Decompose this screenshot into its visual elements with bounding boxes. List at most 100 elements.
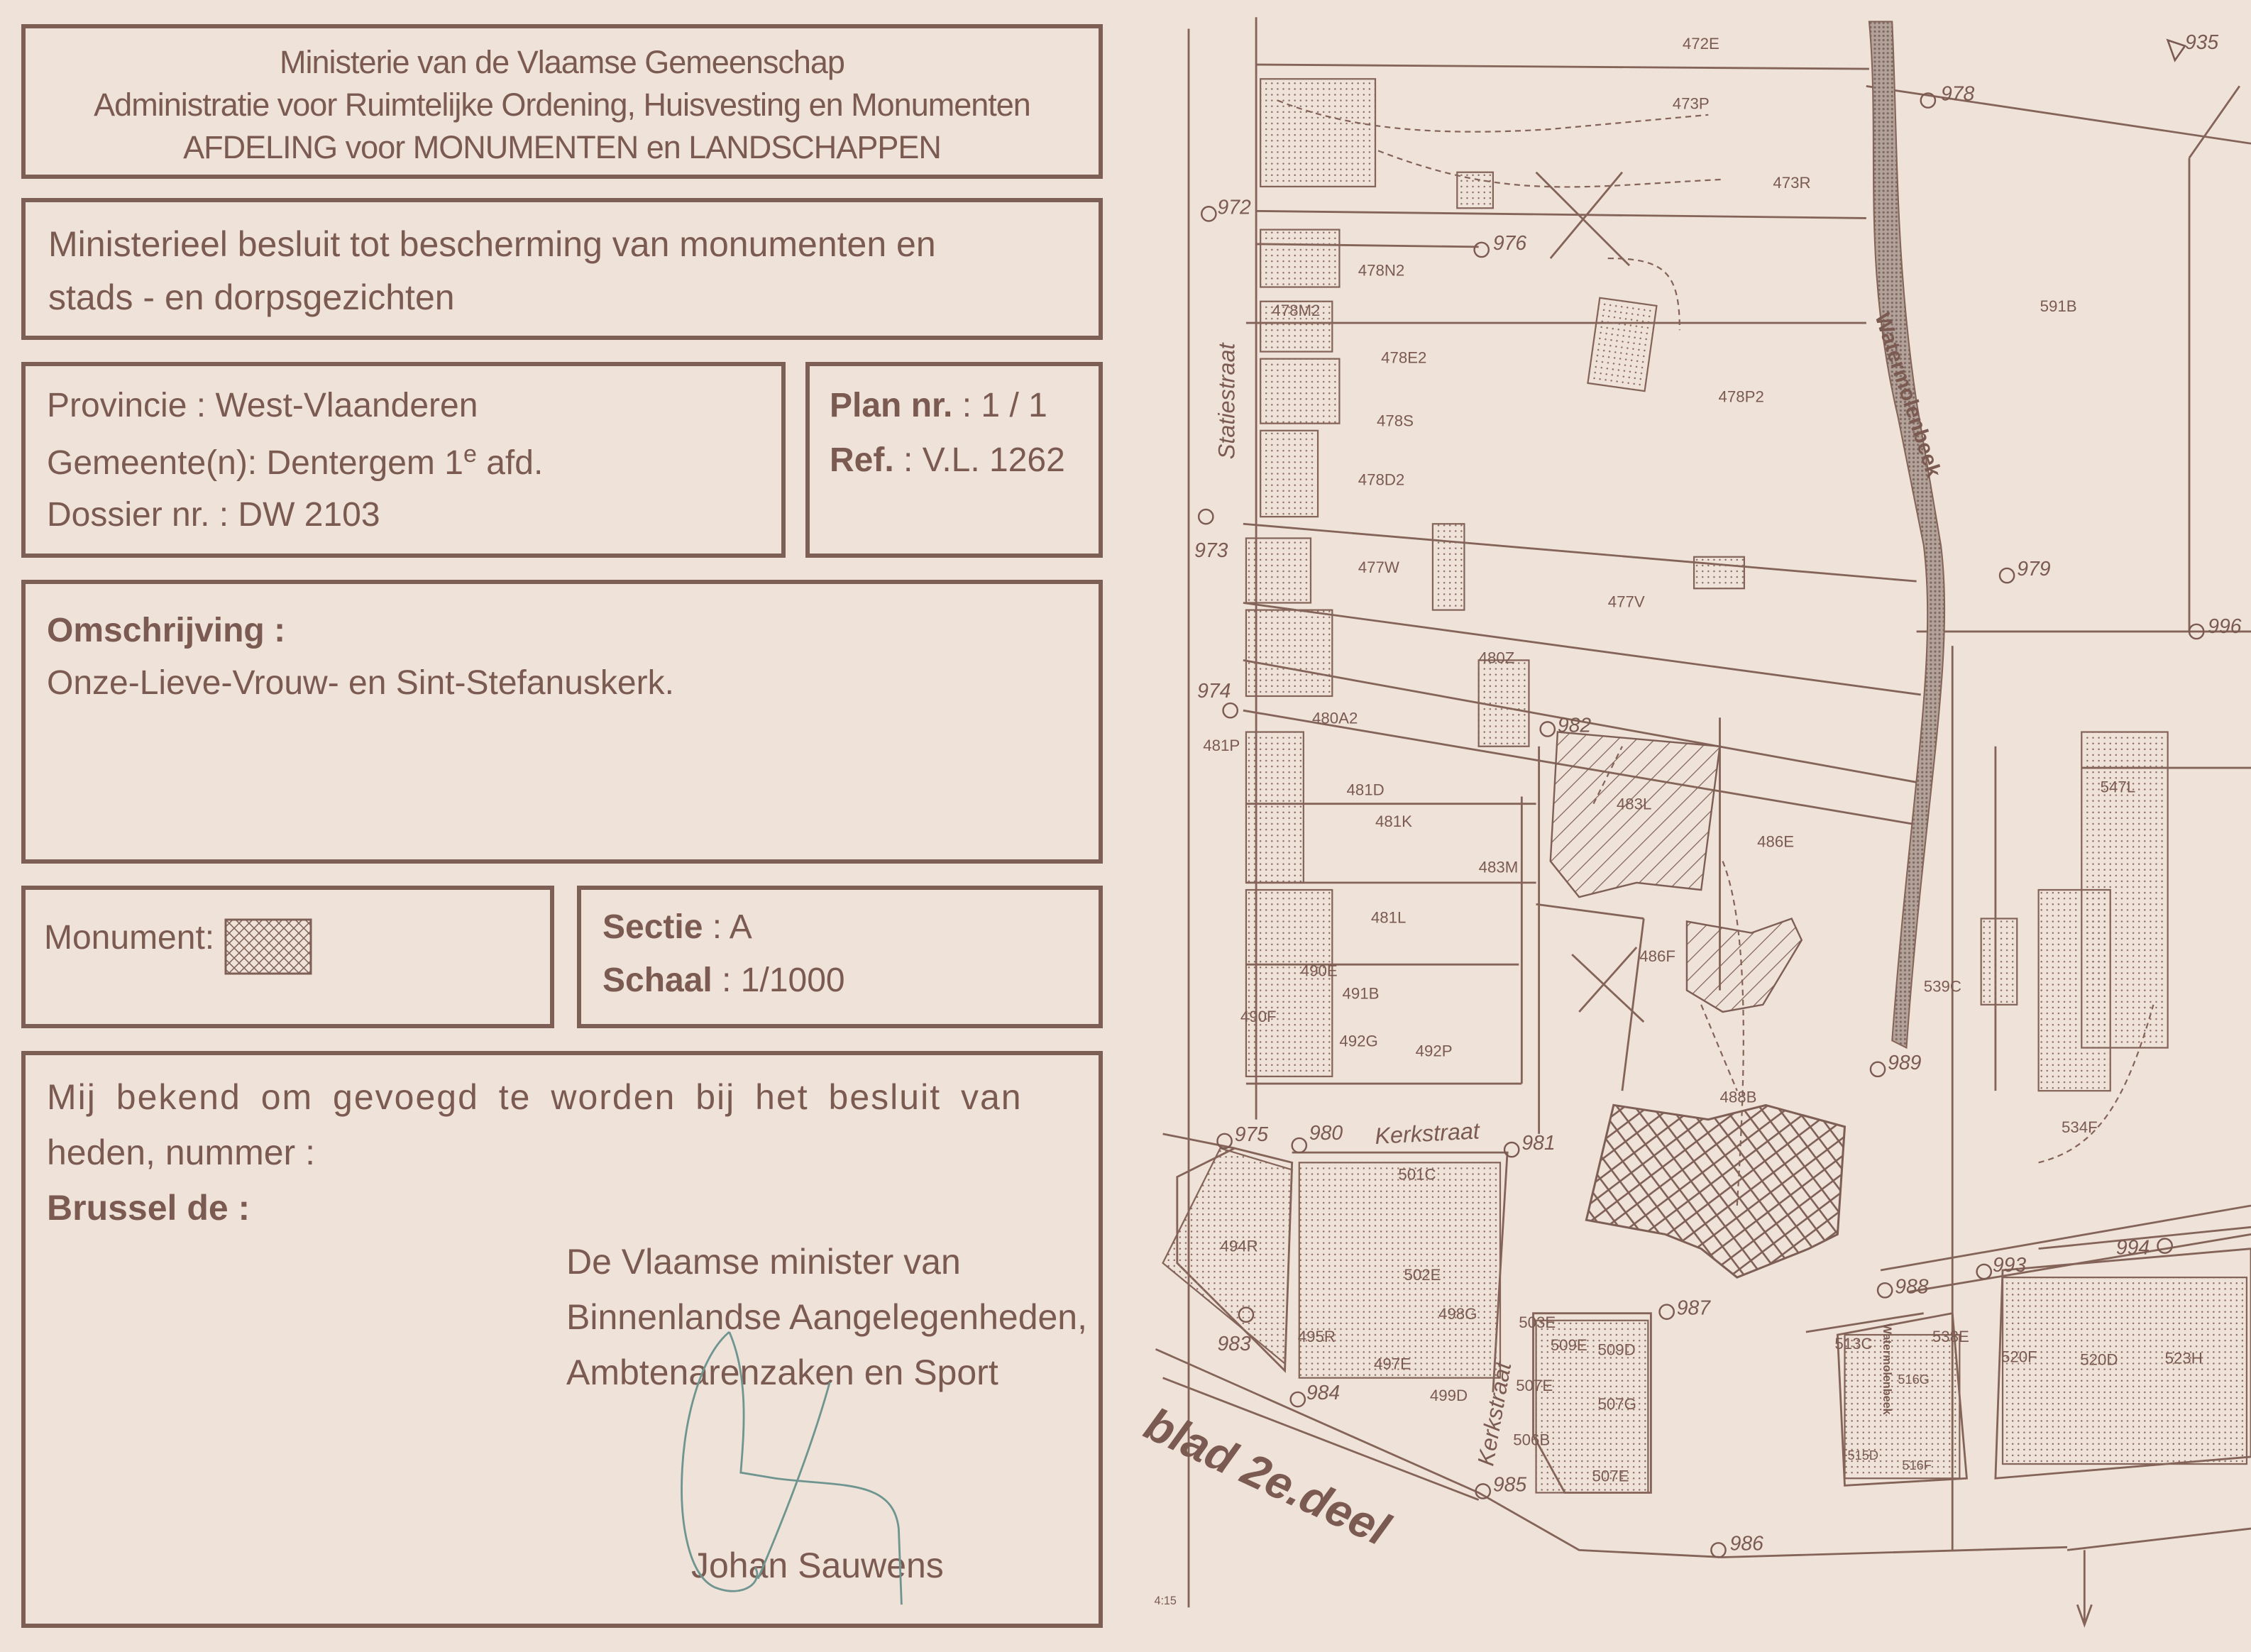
decree-line-1: Ministerieel besluit tot bescherming van… — [48, 224, 936, 264]
parcel-label: 516F — [1902, 1458, 1931, 1472]
monument-hatch-swatch — [224, 918, 312, 975]
brussel-date-line: Brussel de : — [47, 1188, 251, 1228]
gemeente-row: Gemeente(n): Dentergem 1e afd. — [47, 441, 544, 482]
minister-title-3: Ambtenarenzaken en Sport — [566, 1353, 998, 1392]
parcel-label: 497E — [1374, 1355, 1411, 1373]
parcel-label: 534F — [2062, 1118, 2098, 1136]
dossier-label: Dossier nr. — [47, 496, 210, 534]
point-label: 975 — [1235, 1123, 1268, 1145]
parcel-label: 547L — [2101, 778, 2136, 795]
point-label: 979 — [2017, 557, 2050, 580]
monument-church — [1585, 1103, 1847, 1279]
parcel-label: 498G — [1438, 1305, 1477, 1323]
parcel-label: 591B — [2040, 297, 2077, 315]
watermolenbeek-stream — [1868, 21, 1946, 1050]
point-label: 973 — [1194, 539, 1228, 561]
point-label: 981 — [1521, 1131, 1555, 1154]
parcel-label: 507G — [1598, 1395, 1636, 1413]
parcel-label: 481K — [1375, 813, 1412, 830]
plan-box: Plan nr. : 1 / 1 Ref. : V.L. 1262 — [805, 362, 1103, 558]
parcel-label: 486E — [1757, 832, 1794, 850]
north-arrow-icon — [2076, 1550, 2093, 1628]
street-name-statiestraat: Statiestraat — [1214, 342, 1240, 460]
plan-row: Plan nr. : 1 / 1 — [830, 387, 1047, 424]
parcel-label: 478P2 — [1718, 387, 1763, 405]
provincie-row: Provincie : West-Vlaanderen — [47, 387, 478, 424]
point-label: 987 — [1677, 1296, 1711, 1319]
point-label: 980 — [1309, 1121, 1343, 1144]
parcel-label: 495R — [1298, 1328, 1336, 1345]
point-label: 972 — [1217, 195, 1250, 218]
parcel-label: 481P — [1203, 737, 1240, 754]
point-label: 986 — [1730, 1531, 1763, 1554]
stream-name-watermolenbeek-small: Watermolenbeek — [1881, 1323, 1893, 1416]
parcel-label: 501C — [1398, 1166, 1436, 1184]
point-label: 996 — [2208, 615, 2241, 637]
parcel-label: 513C — [1834, 1335, 1872, 1353]
triangulation-point-icon — [2166, 38, 2187, 62]
schaal-row: Schaal : 1/1000 — [602, 962, 845, 999]
decree-line-2: stads - en dorpsgezichten — [48, 277, 455, 317]
parcel-label: 506B — [1513, 1431, 1550, 1449]
parcel-label: 481L — [1371, 909, 1407, 927]
point-label: 982 — [1558, 714, 1591, 737]
point-label: 983 — [1217, 1332, 1250, 1355]
plan-label: Plan nr. — [830, 387, 953, 424]
section-box: Sectie : A Schaal : 1/1000 — [577, 886, 1103, 1028]
parcel-label: 483M — [1479, 859, 1519, 876]
parcel-label: 490F — [1240, 1008, 1277, 1025]
parcel-label: 478M2 — [1272, 302, 1320, 319]
corner-note: 4:15 — [1154, 1595, 1176, 1607]
ref-row: Ref. : V.L. 1262 — [830, 441, 1065, 479]
parcel-label: 478N2 — [1358, 261, 1405, 279]
point-label: 978 — [1941, 82, 1974, 105]
street-name-kerkstraat: Kerkstraat — [1374, 1118, 1481, 1149]
parcel-label: 520D — [2080, 1350, 2118, 1368]
parcel-label: 539C — [1924, 978, 1961, 996]
ref-value: V.L. 1262 — [922, 441, 1065, 479]
parcel-numbers: 472E 473P 473R 591B 478N2 478M2 478E2 47… — [1203, 35, 2203, 1485]
gemeente-suffix: afd. — [486, 444, 544, 482]
parcel-label: 477V — [1608, 593, 1645, 611]
parcel-label: 509E — [1551, 1336, 1587, 1354]
point-label: 994 — [2116, 1236, 2150, 1259]
parcel-label: 492G — [1339, 1032, 1377, 1050]
hatched-parcel-483L — [1549, 731, 1721, 898]
point-label: 935 — [2185, 31, 2218, 53]
parcel-label: 491B — [1342, 985, 1379, 1003]
signature-box: Mij bekend om gevoegd te worden bij het … — [21, 1051, 1103, 1628]
buildings — [1162, 78, 2248, 1494]
sectie-value: A — [729, 908, 752, 946]
parcel-label: 538E — [1932, 1328, 1969, 1345]
location-box: Provincie : West-Vlaanderen Gemeente(n):… — [21, 362, 786, 558]
parcel-label: 473P — [1673, 95, 1710, 113]
point-label: 993 — [1993, 1253, 2026, 1276]
parcel-label: 499D — [1430, 1387, 1468, 1404]
parcel-label: 509D — [1598, 1340, 1636, 1358]
provincie-label: Provincie — [47, 387, 187, 424]
minister-name: Johan Sauwens — [691, 1546, 944, 1585]
point-label: 984 — [1306, 1381, 1340, 1404]
parcel-label: 486F — [1639, 947, 1675, 965]
monument-label-row: Monument: — [44, 919, 215, 957]
provincie-value: West-Vlaanderen — [215, 387, 478, 424]
parcel-label: 503E — [1519, 1314, 1556, 1331]
minister-title-2: Binnenlandse Aangelegenheden, — [566, 1297, 1088, 1337]
parcel-label: 516G — [1898, 1372, 1930, 1387]
gemeente-label: Gemeente(n) — [47, 444, 248, 482]
point-label: 974 — [1197, 679, 1231, 702]
parcel-label: 472E — [1683, 35, 1719, 53]
parcel-label: 523H — [2165, 1349, 2203, 1367]
parcel-label: 477W — [1358, 558, 1399, 576]
hatched-parcel-486F — [1685, 917, 1803, 1013]
point-label: 988 — [1895, 1274, 1928, 1297]
schaal-value: 1/1000 — [740, 962, 845, 999]
parcel-label: 478S — [1377, 412, 1414, 430]
parcel-label: 473R — [1773, 174, 1810, 192]
description-label: Omschrijving — [47, 612, 265, 649]
parcel-label: 483L — [1617, 795, 1652, 813]
sectie-row: Sectie : A — [602, 908, 752, 946]
description-text: Onze-Lieve-Vrouw- en Sint-Stefanuskerk. — [47, 664, 674, 702]
minister-title-1: De Vlaamse minister van — [566, 1242, 961, 1282]
